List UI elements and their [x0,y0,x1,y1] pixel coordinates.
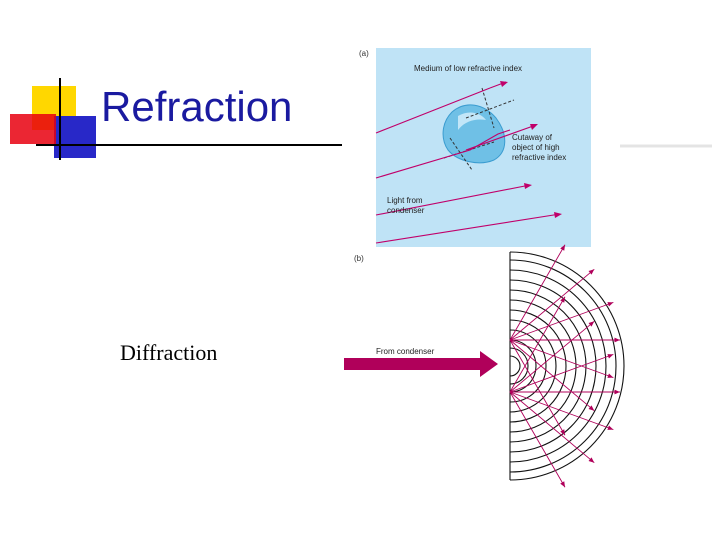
wavefronts [509,251,625,481]
object-label-line3: refractive index [512,153,566,162]
wavefront-arc [509,347,529,385]
ray-arrowhead-1 [500,81,508,87]
wavefront-arc [509,299,577,433]
diffracted-ray-arrowhead [607,354,614,359]
from-condenser-label: From condenser [376,347,435,356]
diffracted-ray-arrowhead [614,389,620,395]
wavefront-arc [509,309,567,423]
ray-arrowhead-3 [524,183,532,189]
diffracted-ray-arrowhead [607,302,614,307]
wavefront-arc [509,329,547,403]
diffracted-ray [509,391,614,431]
diffracted-ray [509,244,566,341]
title-decoration [10,78,342,160]
wavefront-arc [509,259,617,473]
ray-arrowhead-4 [554,212,562,218]
refracted-ray-top [465,124,537,151]
wavefront-arc [509,289,587,443]
object-label-line1: Cutaway of [512,133,553,142]
incident-ray-3 [375,184,531,216]
diffracted-ray-arrowhead [560,429,565,436]
incident-ray-2 [375,129,511,179]
diffracted-ray-arrowhead [588,405,595,411]
wavefront-arc [509,339,537,393]
diffracted-ray [509,353,614,393]
panel-a-label: (a) [359,49,369,58]
wavefront-arc [509,319,557,413]
panel-b-label: (b) [354,254,364,263]
diffracted-ray-arrowhead [588,321,595,327]
condenser-arrow [344,351,498,377]
ray-arrowhead-2 [530,124,538,130]
diffracted-ray-arrowhead [607,373,614,378]
medium-label: Medium of low refractive index [414,64,522,73]
diffracted-ray [509,339,566,436]
wavefront-arc [509,279,597,453]
incident-ray-1 [375,87,491,134]
light-label-line2: condenser [387,206,425,215]
normal-line-top-cross [465,99,515,119]
diffracted-ray [509,391,566,488]
diffracted-ray-arrowhead [607,425,614,430]
diffracted-ray [509,339,614,379]
wavefront-arc [509,269,607,463]
wavefront-arc [509,355,521,377]
normal-line-top [481,87,495,129]
diffracted-ray-arrowhead [560,244,565,251]
diffracted-ray [509,301,614,341]
diffracted-ray [509,268,595,341]
diffracted-ray-arrowhead [560,296,565,303]
diffracted-ray [509,391,595,464]
diffracted-ray [509,339,595,412]
diffraction-rays [509,244,620,488]
decor-red-square [10,114,56,144]
object-label-line2: object of high [512,143,560,152]
diffracted-ray-arrowhead [588,269,595,275]
diffracted-ray-arrowhead [588,457,595,463]
diffraction-label: Diffraction [120,340,218,365]
diffracted-ray [509,320,595,393]
normal-line-bottom [449,137,473,171]
incident-ray-4 [375,213,561,244]
diffracted-ray [509,296,566,393]
diffracted-ray-arrowhead [614,337,620,343]
diffracted-ray-arrowhead [560,481,565,488]
slide-title: Refraction [101,83,293,130]
wavefront-arc [509,251,625,481]
light-label-line1: Light from [387,196,423,205]
object-highlight [458,112,486,130]
